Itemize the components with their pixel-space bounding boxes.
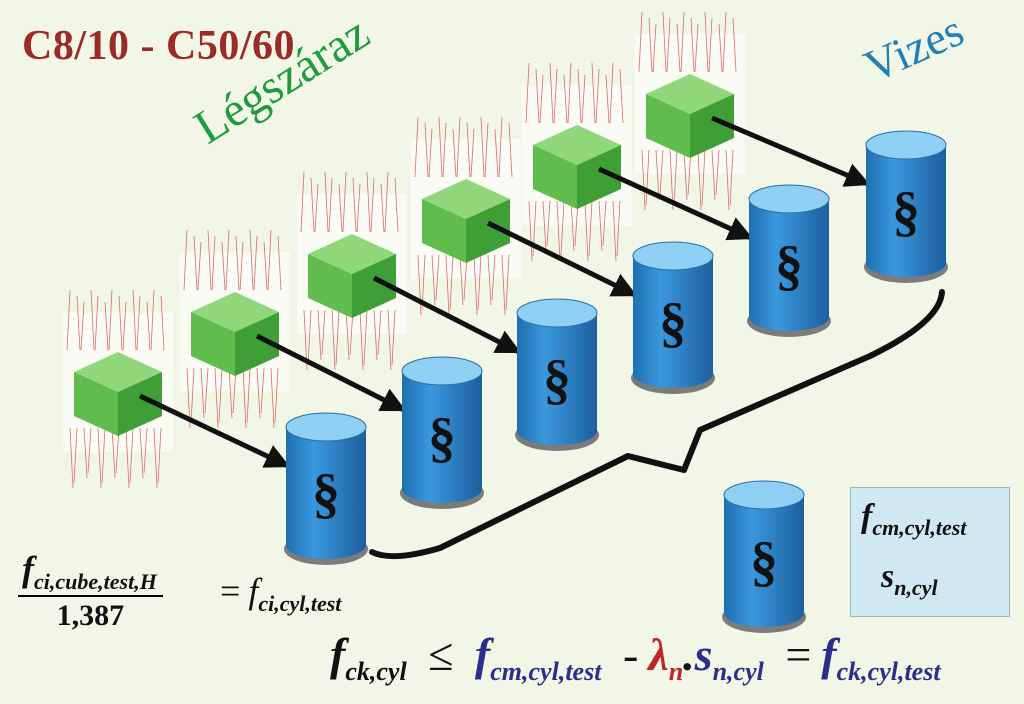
eq-equals: = bbox=[785, 629, 812, 680]
arrow bbox=[486, 220, 638, 298]
cube-conversion-fraction: fci,cube,test,H 1,387 bbox=[18, 548, 163, 633]
eq-rhs: fck,cyl,test bbox=[821, 629, 941, 686]
arrow-group bbox=[138, 115, 871, 469]
eq-lhs: fck,cyl bbox=[330, 629, 407, 686]
eq-minus: - bbox=[622, 629, 639, 680]
section-symbol: § bbox=[428, 407, 456, 469]
box-mean-strength: fcm,cyl,test bbox=[861, 498, 967, 540]
cylinder-specimen: § bbox=[515, 298, 599, 451]
fraction-numerator: fci,cube,test,H bbox=[18, 548, 163, 597]
section-symbol: § bbox=[312, 463, 340, 525]
section-symbol: § bbox=[775, 235, 803, 297]
arrow bbox=[372, 275, 522, 355]
cylinder-group: § § § § § § § bbox=[284, 130, 948, 633]
grouping-bracket bbox=[369, 289, 945, 560]
cylinder-specimen: § bbox=[747, 184, 831, 337]
arrow bbox=[138, 393, 291, 469]
main-equation: fck,cyl ≤ fcm,cyl,test -λn.sn,cyl =fck,c… bbox=[330, 628, 941, 687]
cube-specimen bbox=[635, 11, 745, 211]
cube-specimen bbox=[180, 229, 290, 429]
fraction-result: =fci,cyl,test bbox=[220, 571, 342, 616]
arrow bbox=[597, 166, 754, 241]
cube-specimen bbox=[522, 62, 632, 262]
arrow bbox=[255, 333, 407, 413]
result-box: fcm,cyl,test sn,cyl bbox=[850, 487, 1010, 617]
arrow bbox=[711, 115, 871, 187]
eq-std-term: sn,cyl bbox=[694, 629, 764, 686]
cylinder-specimen: § bbox=[631, 241, 715, 394]
eq-mean-term: fcm,cyl,test bbox=[474, 629, 602, 686]
eq-leq: ≤ bbox=[428, 629, 454, 680]
cube-specimen bbox=[297, 171, 407, 371]
eq-lambda: λn bbox=[648, 629, 684, 686]
section-symbol: § bbox=[750, 531, 778, 593]
section-symbol: § bbox=[543, 349, 571, 411]
cylinder-specimen: § bbox=[284, 412, 368, 565]
eq-dot: . bbox=[683, 629, 695, 680]
cylinder-specimen: § bbox=[400, 356, 484, 509]
cylinder-specimen: § bbox=[864, 130, 948, 283]
cube-group bbox=[63, 11, 745, 489]
cube-specimen bbox=[63, 289, 173, 489]
section-symbol: § bbox=[892, 181, 920, 243]
fraction-denominator: 1,387 bbox=[56, 599, 125, 632]
box-std-dev: sn,cyl bbox=[881, 558, 938, 600]
cylinder-specimen: § bbox=[722, 480, 806, 633]
section-symbol: § bbox=[659, 292, 687, 354]
cube-specimen bbox=[411, 116, 521, 316]
page-title: C8/10 - C50/60 bbox=[22, 23, 295, 69]
